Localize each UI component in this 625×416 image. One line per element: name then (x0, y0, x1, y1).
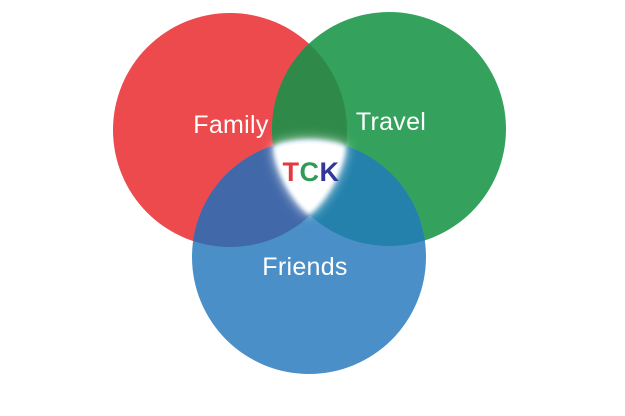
label-family: Family (193, 111, 269, 139)
label-friends: Friends (262, 253, 347, 281)
center-core (277, 143, 342, 210)
label-tck-letter-c: C (300, 157, 320, 187)
label-travel: Travel (356, 108, 426, 136)
label-tck-letter-k: K (320, 157, 340, 187)
label-tck: TCK (283, 157, 340, 187)
overlap-travel-friends (272, 140, 426, 246)
overlap-family-friends (192, 140, 347, 247)
label-tck-letter-t: T (283, 157, 300, 187)
